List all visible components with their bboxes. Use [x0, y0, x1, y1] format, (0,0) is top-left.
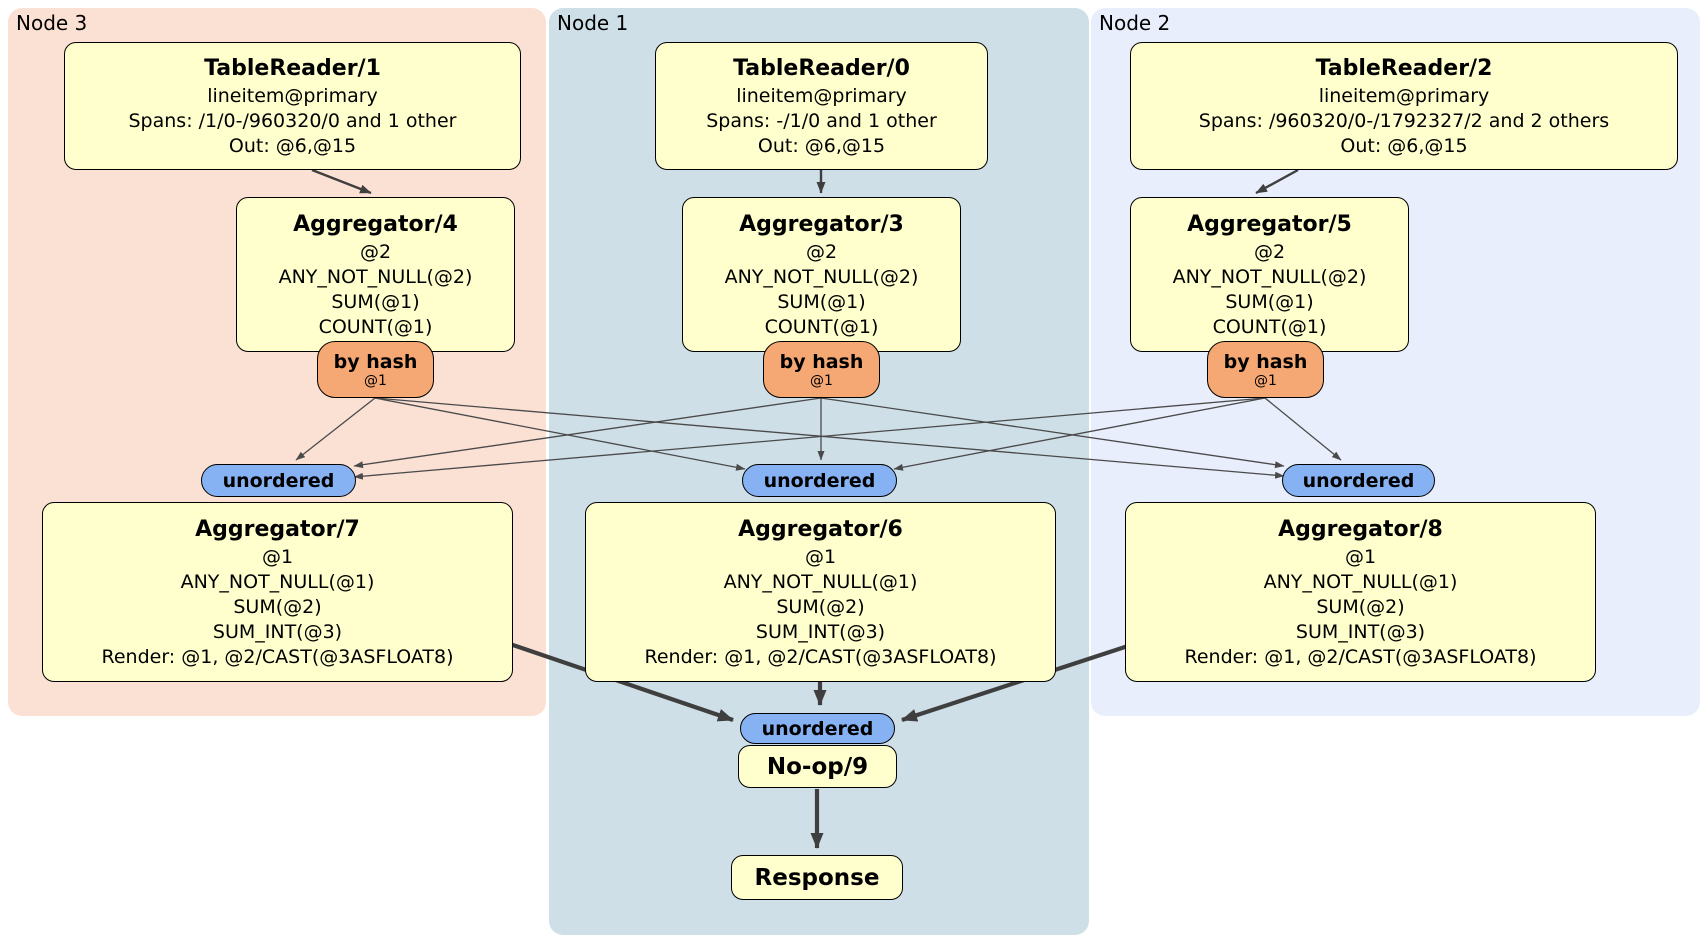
tablereader0-out: Out: @6,@15 [757, 134, 886, 157]
tablereader2-box: TableReader/2 lineitem@primary Spans: /9… [1130, 42, 1678, 170]
byhash4-router: by hash @1 [317, 341, 434, 398]
tablereader1-title: TableReader/1 [204, 55, 381, 81]
aggregator5-box: Aggregator/5 @2 ANY_NOT_NULL(@2) SUM(@1)… [1130, 197, 1409, 352]
aggregator5-title: Aggregator/5 [1187, 211, 1352, 237]
noop9-title: No-op/9 [766, 753, 869, 780]
tablereader1-spans: Spans: /1/0-/960320/0 and 1 other [128, 109, 457, 132]
node2-label: Node 2 [1099, 11, 1171, 35]
tablereader2-out: Out: @6,@15 [1340, 134, 1468, 157]
aggregator4-box: Aggregator/4 @2 ANY_NOT_NULL(@2) SUM(@1)… [236, 197, 515, 352]
aggregator3-title: Aggregator/3 [739, 211, 904, 237]
tablereader2-title: TableReader/2 [1315, 55, 1493, 81]
tablereader2-index: lineitem@primary [1318, 84, 1490, 107]
aggregator4-title: Aggregator/4 [293, 211, 458, 237]
tablereader1-box: TableReader/1 lineitem@primary Spans: /1… [64, 42, 521, 170]
tablereader0-spans: Spans: -/1/0 and 1 other [706, 109, 937, 132]
aggregator7-title: Aggregator/7 [195, 516, 360, 542]
aggregator6-title: Aggregator/6 [738, 516, 903, 542]
unordered8-sync: unordered [1282, 464, 1435, 497]
node1-label: Node 1 [557, 11, 629, 35]
aggregator8-title: Aggregator/8 [1278, 516, 1443, 542]
aggregator7-box: Aggregator/7 @1 ANY_NOT_NULL(@1) SUM(@2)… [42, 502, 513, 682]
tablereader1-index: lineitem@primary [207, 84, 378, 107]
tablereader0-box: TableReader/0 lineitem@primary Spans: -/… [655, 42, 988, 170]
aggregator3-box: Aggregator/3 @2 ANY_NOT_NULL(@2) SUM(@1)… [682, 197, 961, 352]
noop9-box: No-op/9 [738, 745, 897, 788]
response-box: Response [731, 855, 903, 900]
tablereader1-out: Out: @6,@15 [228, 134, 357, 157]
unordered9-sync: unordered [740, 713, 895, 744]
tablereader0-title: TableReader/0 [733, 55, 910, 81]
aggregator6-box: Aggregator/6 @1 ANY_NOT_NULL(@1) SUM(@2)… [585, 502, 1056, 682]
node3-label: Node 3 [16, 11, 88, 35]
byhash3-router: by hash @1 [763, 341, 880, 398]
tablereader0-index: lineitem@primary [736, 84, 907, 107]
response-title: Response [754, 864, 880, 891]
unordered7-sync: unordered [201, 464, 356, 497]
byhash5-router: by hash @1 [1207, 341, 1324, 398]
tablereader2-spans: Spans: /960320/0-/1792327/2 and 2 others [1198, 109, 1610, 132]
unordered6-sync: unordered [742, 464, 897, 497]
aggregator8-box: Aggregator/8 @1 ANY_NOT_NULL(@1) SUM(@2)… [1125, 502, 1596, 682]
